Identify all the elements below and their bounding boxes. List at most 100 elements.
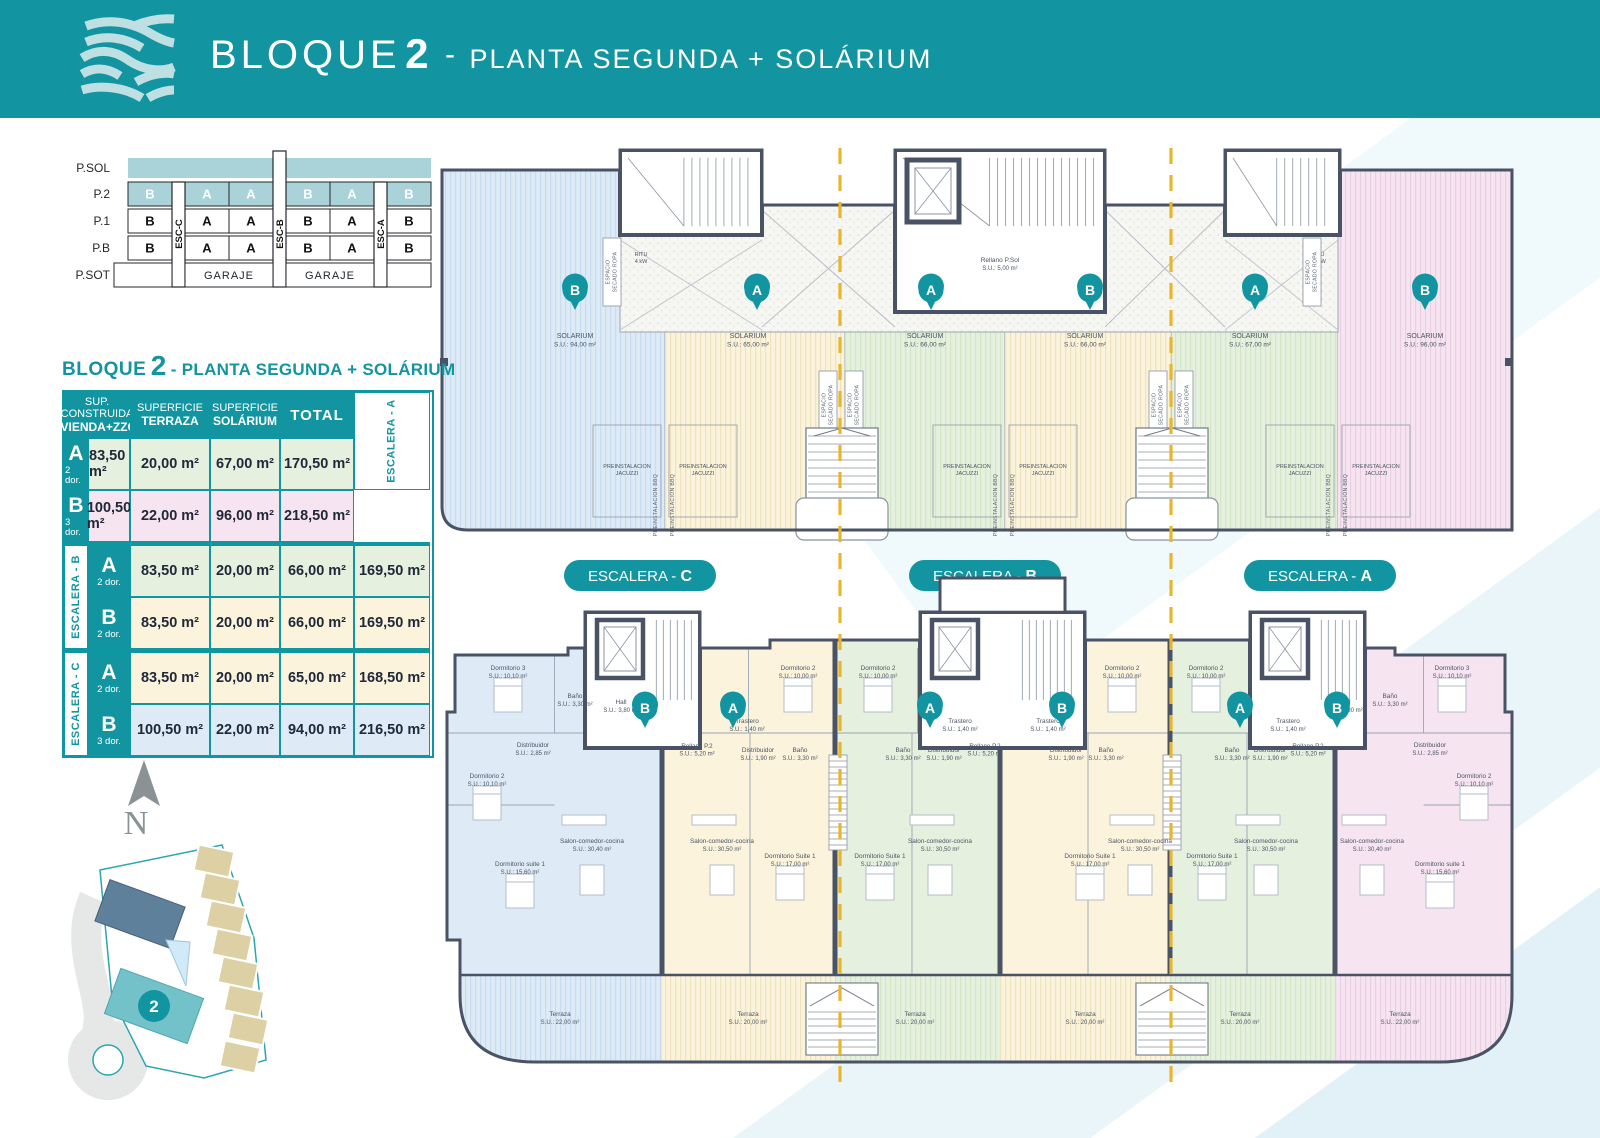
stack-esc-label: ESC-C [174,219,185,249]
stack-floor-label: P.SOL [76,161,110,175]
table-value: 96,00 m² [210,490,280,542]
title-subtitle: PLANTA SEGUNDA + SOLÁRIUM [469,44,933,74]
bbq-label: PREINSTALACION BBQ [1326,474,1332,536]
svg-text:A: A [728,700,738,716]
stack-unit-letter: B [404,214,413,229]
table-value: 22,00 m² [130,490,210,542]
escalera-pill-C: ESCALERA - C [564,560,716,591]
bbq-label: PREINSTALACION BBQ [1010,474,1016,536]
svg-text:B: B [640,700,650,716]
table-escalera-label: ESCALERA - B [64,545,88,649]
stack-unit-letter: A [347,241,357,256]
table-value: 100,50 m² [130,704,210,756]
unit-pin-A: A [918,273,944,310]
stack-esc-label: ESC-B [275,219,286,249]
building-stack-diagram: P.SOLP.2P.1P.BP.SOTBBBAAAAAABBBAAABBBESC… [76,150,432,288]
title-block: BLOQUE [210,33,401,77]
svg-text:A: A [1250,282,1260,298]
stack-unit-letter: B [145,187,154,202]
stack-unit-letter: B [303,214,312,229]
stair-core [1248,610,1367,750]
unit-pin-A: A [1227,691,1253,728]
title-block-number: 2 [405,30,431,77]
table-value: 67,00 m² [210,438,280,490]
table-value: 100,50 m² [87,490,131,542]
table-escalera-label: ESCALERA - A [354,392,430,490]
svg-text:B: B [570,282,580,298]
site-roundabout-island [92,1044,124,1076]
table-value: 94,00 m² [280,704,354,756]
table-value: 216,50 m² [354,704,430,756]
table-value: 20,00 m² [210,597,280,649]
table-escalera-label: ESCALERA - C [64,652,88,756]
table-value: 83,50 m² [130,652,210,704]
stair-core [918,610,1087,750]
stack-floor-label: P.B [92,241,110,255]
stack-esc-label: ESC-A [376,219,387,249]
title-separator: - [444,38,455,71]
table-value: 65,00 m² [280,652,354,704]
secado-label: ESPACIO [848,393,854,418]
site-plan: 2 N [68,760,270,1100]
stack-unit-letter: B [404,241,413,256]
unit-pin-A: A [917,691,943,728]
svg-text:A: A [926,282,936,298]
table-value: 20,00 m² [210,652,280,704]
terraza-zone [1335,975,1512,1062]
stair-core [618,150,764,237]
unit-pin-A: A [720,691,746,728]
stack-garaje-label: GARAJE [204,270,254,282]
table-value: 83,50 m² [130,597,210,649]
table-group-separator [64,649,430,652]
unit-pin-A: A [744,273,770,310]
secado-label: SECADO ROPA [829,384,835,425]
table-value: 83,50 m² [130,545,210,597]
stack-unit-letter: B [303,187,312,202]
table-title-number: 2 [150,350,167,381]
svg-text:B: B [1420,282,1430,298]
stack-floor-label: P.2 [94,187,111,201]
bbq-label: PREINSTALACION BBQ [653,474,659,536]
table-value: 169,50 m² [354,597,430,649]
table-value: 66,00 m² [280,545,354,597]
stack-unit-letter: B [145,241,154,256]
table-value: 218,50 m² [280,490,354,542]
secado-label: SECADO ROPA [1185,384,1191,425]
secado-label: ESPACIO [1152,393,1158,418]
